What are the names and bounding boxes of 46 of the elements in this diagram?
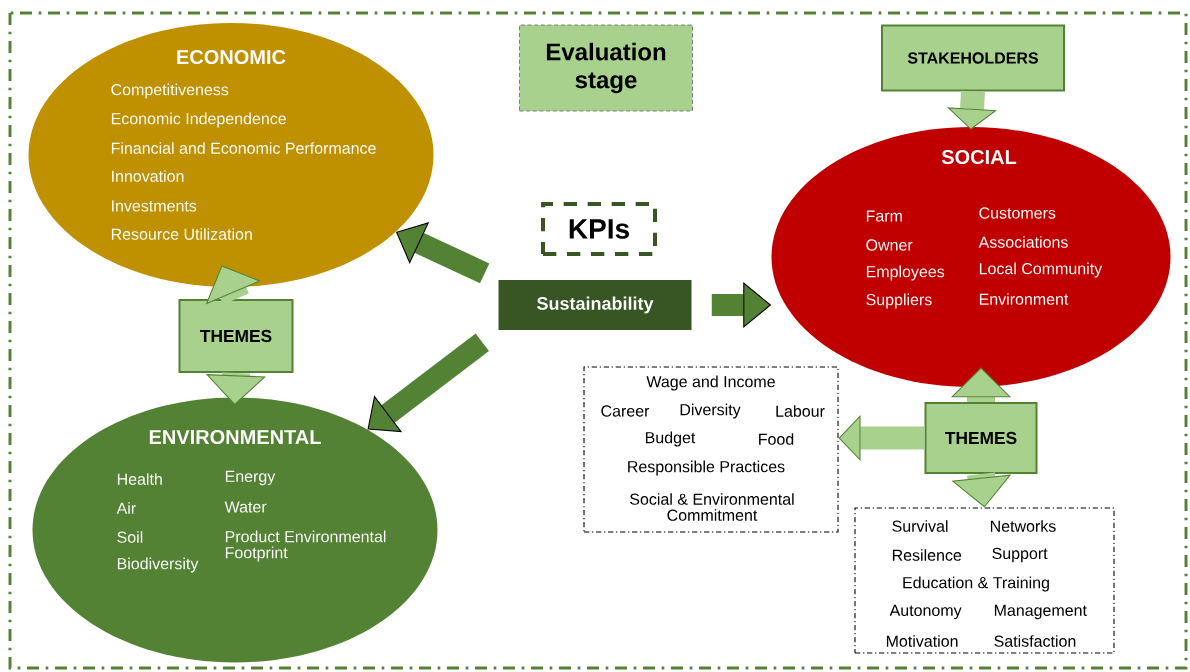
list-item: Support — [992, 547, 1048, 563]
list-item: Suppliers — [866, 293, 932, 309]
list-item: Satisfaction — [994, 635, 1076, 647]
list-item: Biodiversity — [117, 557, 199, 573]
list-item: Owner — [866, 239, 913, 251]
list-item: Social & Environmental Commitment — [630, 493, 794, 521]
list-item: Energy — [225, 470, 276, 486]
list-item: Survival — [892, 520, 948, 532]
list-item: Air — [116, 502, 136, 514]
list-item: Employees — [866, 265, 945, 281]
stage-box: Evaluation stage — [519, 24, 693, 112]
list-item: Networks — [990, 520, 1056, 532]
heading: ENVIRONMENTAL — [149, 429, 321, 445]
heading: SOCIAL — [941, 149, 1017, 165]
list-item: Labour — [776, 405, 825, 417]
list-item: Competitiveness — [111, 83, 229, 99]
list-item: Diversity — [680, 403, 741, 419]
list-item: Economic Independence — [111, 112, 286, 128]
list-item: Soil — [117, 531, 143, 543]
list-item: Responsible Practices — [628, 460, 785, 476]
list-item: Environment — [979, 293, 1069, 305]
list-item: Associations — [978, 236, 1068, 248]
list-item: Financial and Economic Performance — [111, 142, 376, 154]
list-item: Local Community — [979, 262, 1103, 278]
list-item: Motivation — [886, 635, 958, 647]
list-item: Water — [224, 501, 267, 513]
list-item: Wage and Income — [646, 375, 775, 391]
arrow — [367, 333, 489, 433]
dashed-box: KPIs — [541, 202, 657, 256]
list-item: Budget — [645, 431, 696, 447]
list-item: Product Environmental Footprint — [225, 530, 386, 562]
list-item: Resilence — [892, 549, 962, 561]
heading: ECONOMIC — [177, 49, 286, 65]
list-item: Farm — [866, 210, 902, 222]
list-item: Career — [601, 405, 650, 417]
list-item: Customers — [979, 207, 1056, 219]
list-item: Innovation — [112, 170, 184, 182]
list-item: Management — [994, 604, 1087, 620]
list-item: Food — [759, 433, 794, 445]
list-item: Autonomy — [889, 604, 962, 620]
list-item: Education & Training — [903, 576, 1049, 592]
title-bar: Sustainability — [498, 280, 692, 330]
list-item: Resource Utilization — [111, 228, 252, 240]
label-box: STAKEHOLDERS — [881, 24, 1065, 92]
list-item: Health — [117, 473, 162, 485]
list-item: Investments — [112, 200, 197, 212]
